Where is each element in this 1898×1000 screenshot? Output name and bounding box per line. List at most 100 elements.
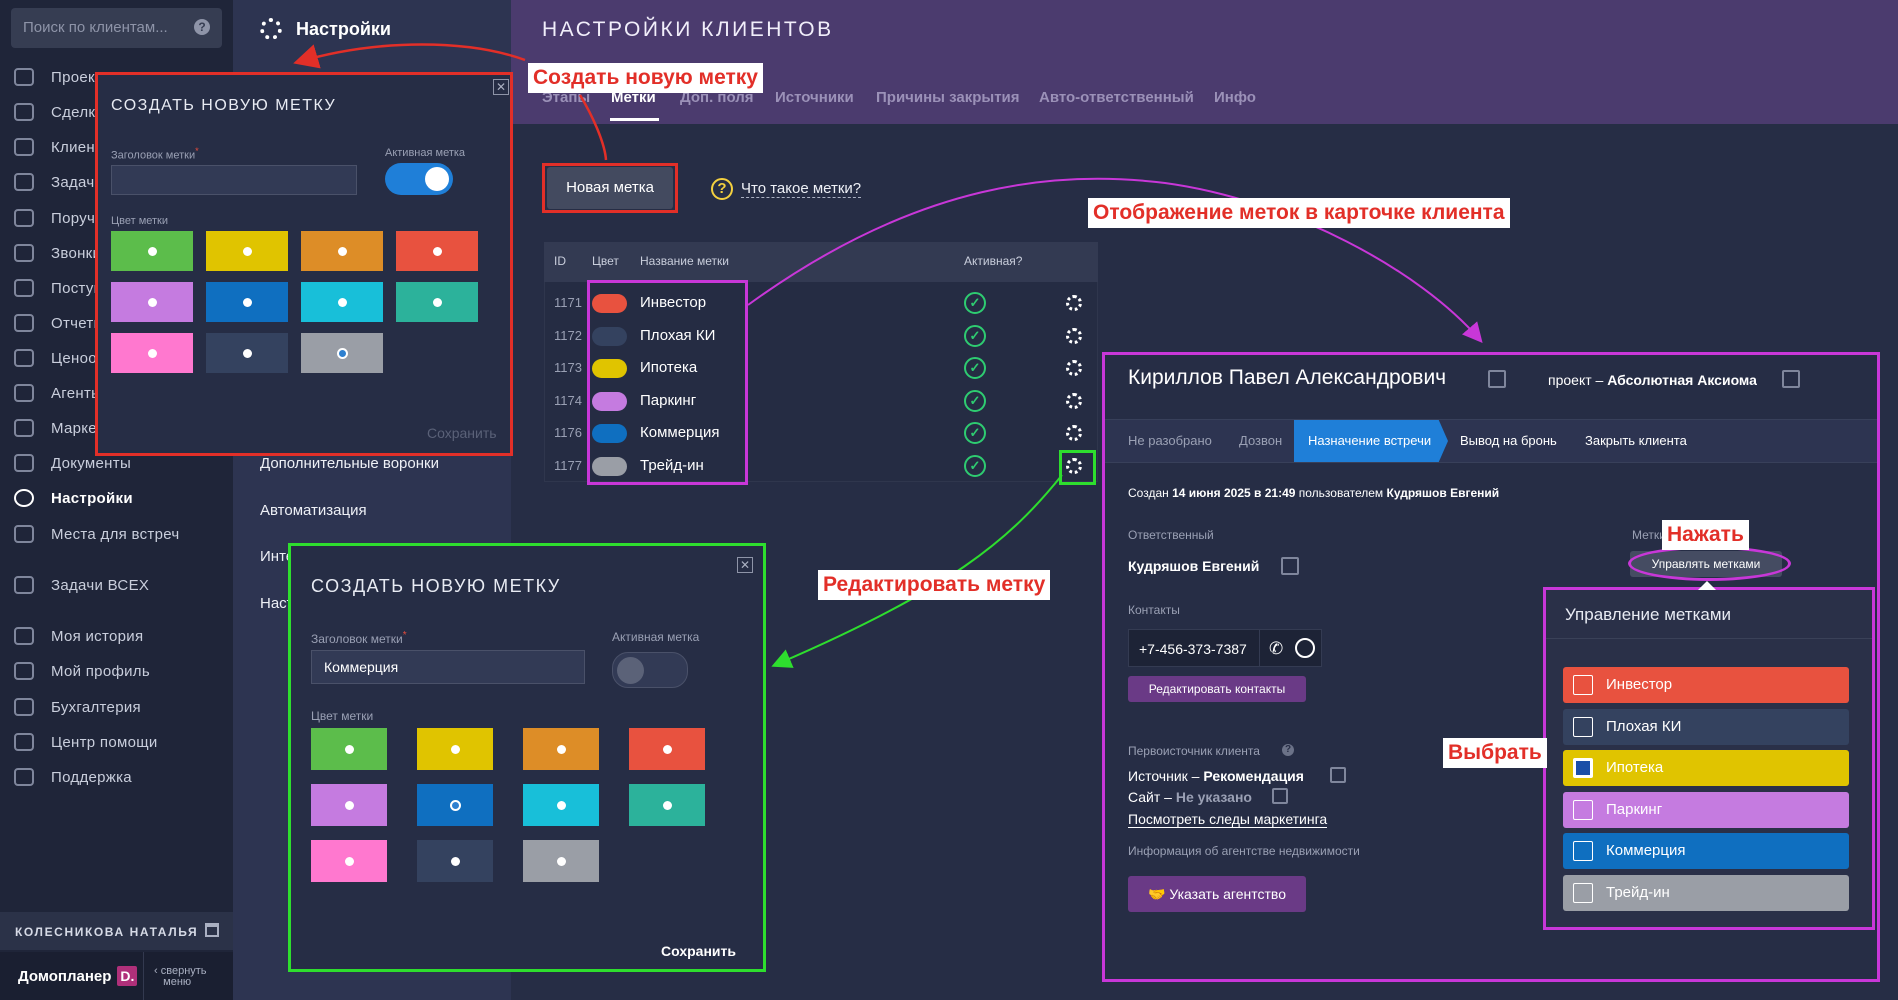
manage-label-item[interactable]: Трейд-ин — [1563, 874, 1849, 911]
sidebar-item-5[interactable]: Звонки — [14, 242, 101, 264]
stage-unsorted[interactable]: Не разобрано — [1128, 433, 1212, 448]
tab-info[interactable]: Инфо — [1214, 89, 1256, 106]
color-swatch[interactable] — [417, 728, 493, 770]
edit-name-icon[interactable] — [1488, 370, 1506, 388]
edit-source-icon[interactable] — [1330, 767, 1346, 783]
popover-arrow — [1698, 581, 1716, 590]
new-label-button[interactable]: Новая метка — [547, 167, 673, 209]
edit-project-icon[interactable] — [1782, 370, 1800, 388]
close-icon[interactable]: ✕ — [737, 557, 753, 573]
color-swatch[interactable] — [396, 231, 478, 271]
color-swatch[interactable] — [111, 333, 193, 373]
stage-booking[interactable]: Вывод на бронь — [1460, 433, 1557, 448]
company-icon[interactable] — [205, 923, 219, 937]
project-name[interactable]: Абсолютная Аксиома — [1607, 372, 1757, 388]
sidebar-item-3[interactable]: Задачи — [14, 171, 103, 193]
link-integrations[interactable]: Интеграции — [260, 548, 290, 565]
title-field[interactable]: Коммерция — [311, 650, 585, 684]
manage-label-item[interactable]: Плохая КИ — [1563, 708, 1849, 745]
link-automation[interactable]: Автоматизация — [260, 502, 367, 519]
color-swatch[interactable] — [301, 333, 383, 373]
gear-icon[interactable] — [1066, 392, 1082, 409]
color-swatch[interactable] — [417, 840, 493, 882]
sidebar-item-15[interactable]: Моя история — [14, 625, 143, 647]
stage-close[interactable]: Закрыть клиента — [1585, 433, 1687, 448]
help-icon[interactable]: ? — [194, 19, 210, 35]
what-is-labels-link[interactable]: ? Что такое метки? — [711, 178, 862, 200]
sidebar-item-13[interactable]: Места для встреч — [14, 523, 179, 545]
color-swatch[interactable] — [311, 784, 387, 826]
checkbox[interactable] — [1573, 675, 1593, 695]
checkbox[interactable] — [1573, 758, 1593, 778]
sidebar-item-18[interactable]: Центр помощи — [14, 731, 158, 753]
color-swatch[interactable] — [111, 231, 193, 271]
tab-sources[interactable]: Источники — [775, 89, 854, 106]
sidebar-item-9[interactable]: Агенты — [14, 382, 102, 404]
gear-icon[interactable] — [1066, 425, 1082, 442]
set-agency-button[interactable]: 🤝 Указать агентство — [1128, 876, 1306, 912]
gear-icon[interactable] — [1066, 295, 1082, 311]
checkbox[interactable] — [1573, 882, 1593, 903]
color-swatch[interactable] — [523, 728, 599, 770]
check-icon: ✓ — [964, 422, 986, 445]
stage-call[interactable]: Дозвон — [1239, 433, 1283, 448]
collapse-menu-button[interactable]: ‹ свернуть меню — [143, 952, 207, 1000]
user-bar[interactable]: КОЛЕСНИКОВА НАТАЛЬЯ — [0, 912, 233, 950]
marketing-traces-link[interactable]: Посмотреть следы маркетинга — [1128, 811, 1328, 828]
color-swatch[interactable] — [629, 784, 705, 826]
color-swatch[interactable] — [417, 784, 493, 826]
sidebar-item-19[interactable]: Поддержка — [14, 766, 132, 788]
save-button[interactable]: Сохранить — [661, 943, 736, 959]
edit-contacts-button[interactable]: Редактировать контакты — [1128, 676, 1306, 702]
close-icon[interactable]: ✕ — [493, 79, 509, 95]
checkbox[interactable] — [1573, 716, 1593, 737]
whatsapp-icon[interactable] — [1295, 638, 1315, 658]
manage-label-item[interactable]: Инвестор — [1563, 667, 1849, 703]
sidebar-item-14[interactable]: Задачи ВСЕХ — [14, 574, 149, 596]
sidebar-item-16[interactable]: Мой профиль — [14, 660, 150, 682]
color-swatch[interactable] — [206, 282, 288, 322]
sidebar-item-7[interactable]: Отчеты — [14, 312, 105, 334]
gear-icon[interactable] — [1066, 458, 1082, 474]
sidebar-item-17[interactable]: Бухгалтерия — [14, 696, 141, 718]
edit-responsible-icon[interactable] — [1281, 557, 1299, 575]
manage-label-item[interactable]: Паркинг — [1563, 791, 1849, 828]
checkbox[interactable] — [1573, 841, 1593, 861]
search-input[interactable]: Поиск по клиентам... ? — [11, 8, 222, 48]
help-icon[interactable]: ? — [1282, 744, 1294, 756]
color-swatch[interactable] — [629, 728, 705, 770]
gear-icon[interactable] — [1066, 327, 1082, 344]
sidebar-item-12[interactable]: Настройки — [14, 487, 133, 509]
tab-close-reasons[interactable]: Причины закрытия — [876, 89, 1020, 106]
edit-site-icon[interactable] — [1272, 788, 1288, 804]
sidebar-item-1[interactable]: Сделки — [14, 101, 104, 123]
link-extra-funnels[interactable]: Дополнительные воронки — [260, 455, 439, 472]
color-swatch[interactable] — [311, 840, 387, 882]
link-settings[interactable]: Настройки — [260, 595, 290, 612]
phone-icon[interactable]: ✆ — [1269, 639, 1284, 658]
color-swatch[interactable] — [523, 784, 599, 826]
color-swatch[interactable] — [206, 333, 288, 373]
title-field[interactable] — [111, 165, 357, 195]
color-swatch[interactable] — [301, 231, 383, 271]
color-swatch[interactable] — [301, 282, 383, 322]
phone-number[interactable]: +7-456-373-7387 — [1139, 641, 1247, 657]
sidebar-item-11[interactable]: Документы — [14, 452, 131, 474]
active-toggle[interactable] — [612, 652, 688, 688]
checkbox[interactable] — [1573, 799, 1593, 820]
active-toggle[interactable] — [385, 163, 453, 195]
tab-extra-fields[interactable]: Доп. поля — [680, 89, 754, 106]
color-swatch[interactable] — [206, 231, 288, 271]
manage-label-item[interactable]: Коммерция — [1563, 833, 1849, 869]
gear-icon[interactable] — [1066, 360, 1082, 377]
tab-stages[interactable]: Этапы — [542, 89, 591, 106]
stage-meeting[interactable]: Назначение встречи — [1308, 433, 1432, 448]
color-swatch[interactable] — [396, 282, 478, 322]
manage-label-item[interactable]: Ипотека — [1563, 750, 1849, 786]
tab-labels[interactable]: Метки — [611, 89, 656, 106]
color-swatch[interactable] — [311, 728, 387, 770]
color-swatch[interactable] — [523, 840, 599, 882]
tab-auto-responsible[interactable]: Авто-ответственный — [1039, 89, 1194, 106]
save-button[interactable]: Сохранить — [427, 425, 497, 441]
color-swatch[interactable] — [111, 282, 193, 322]
